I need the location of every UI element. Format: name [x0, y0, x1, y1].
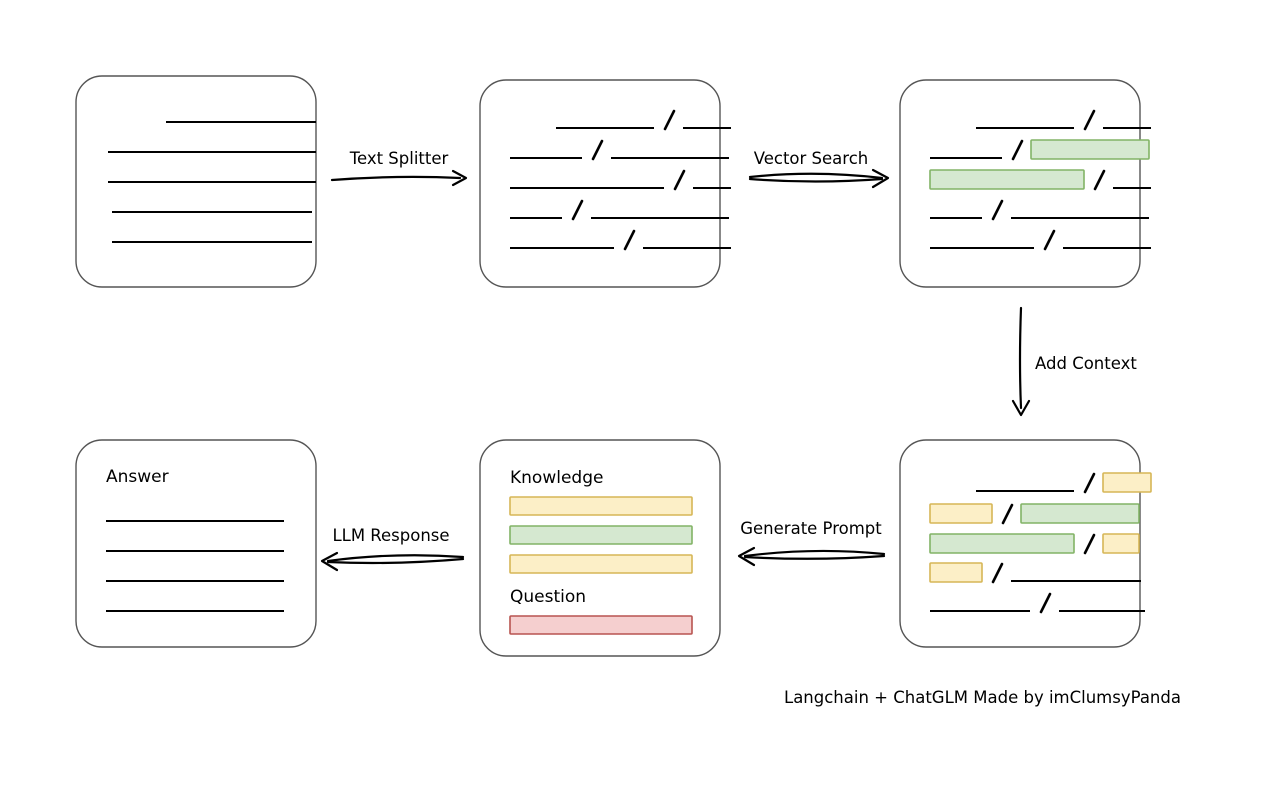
edge-vector-search[interactable]: Vector Search: [748, 149, 890, 189]
llm-answer-box[interactable]: [75, 439, 317, 648]
highlight-chunk[interactable]: [929, 562, 983, 583]
generate-prompt-arrow-shaft-top: [743, 549, 886, 558]
node-source-document[interactable]: [75, 75, 317, 288]
highlight-chunk[interactable]: [1102, 533, 1140, 554]
content-row: [930, 229, 1151, 251]
slash-separator: [1083, 472, 1096, 494]
content-row: [929, 169, 1151, 191]
content-row: [510, 229, 731, 251]
slash-separator: [991, 562, 1004, 584]
edge-label-text-splitter: Text Splitter: [349, 149, 449, 168]
slash-separator: [1083, 533, 1096, 555]
slash-separator: [591, 139, 604, 161]
highlight-chunk[interactable]: [1102, 472, 1152, 493]
node-llm-answer[interactable]: Answer: [75, 439, 317, 648]
add-context-arrow-shaft: [1018, 306, 1023, 410]
content-row: [930, 139, 1150, 161]
prompt-bar[interactable]: [509, 525, 693, 545]
llm-response-arrow-shaft-bottom: [326, 557, 465, 565]
edge-label-generate-prompt: Generate Prompt: [740, 519, 882, 538]
slash-separator: [673, 169, 686, 191]
content-row: [929, 562, 1141, 584]
slash-separator: [1001, 503, 1014, 525]
prompt-section-label: Question: [510, 587, 586, 607]
node-split-chunks[interactable]: [479, 79, 731, 288]
context-chunks-rows: [929, 472, 1152, 614]
matched-chunks-rows: [929, 109, 1151, 251]
add-context-arrow-head: [1011, 399, 1031, 417]
edge-label-vector-search: Vector Search: [754, 149, 869, 168]
content-row: [930, 199, 1149, 221]
llm-answer-rows: [106, 519, 284, 613]
generate-prompt-arrow-shaft-bottom: [743, 554, 886, 560]
split-chunks-box[interactable]: [479, 79, 721, 288]
generate-prompt-arrow-head: [737, 546, 756, 567]
edge-generate-prompt[interactable]: Generate Prompt: [737, 519, 886, 567]
split-chunks-rows: [510, 109, 731, 251]
highlight-chunk[interactable]: [1030, 139, 1150, 160]
slash-separator: [663, 109, 676, 131]
content-row: [976, 109, 1151, 131]
edge-add-context[interactable]: Add Context: [1011, 306, 1137, 417]
vector-search-arrow-shaft-top: [748, 172, 884, 180]
text-splitter-arrow-head: [451, 169, 468, 187]
edge-llm-response[interactable]: LLM Response: [320, 526, 465, 572]
content-row: [929, 533, 1140, 555]
content-row: [930, 592, 1145, 614]
prompt-bar[interactable]: [509, 615, 693, 635]
node-context-chunks[interactable]: [899, 439, 1152, 648]
highlight-chunk[interactable]: [929, 533, 1075, 554]
slash-separator: [1083, 109, 1096, 131]
generated-prompt-box[interactable]: [479, 439, 721, 657]
slash-separator: [1011, 139, 1024, 161]
edge-text-splitter[interactable]: Text Splitter: [330, 149, 468, 187]
content-row: [556, 109, 731, 131]
edge-label-llm-response: LLM Response: [332, 526, 449, 545]
prompt-section-label: Knowledge: [510, 468, 603, 488]
slash-separator: [1093, 169, 1106, 191]
content-row: [510, 139, 729, 161]
source-document-rows: [108, 120, 316, 244]
answer-label: Answer: [106, 467, 169, 487]
content-row: [976, 472, 1152, 494]
prompt-bar[interactable]: [509, 554, 693, 574]
edge-label-add-context: Add Context: [1035, 354, 1137, 373]
vector-search-arrow-head: [871, 168, 890, 189]
llm-response-arrow-shaft-top: [326, 554, 465, 563]
text-splitter-arrow-shaft: [330, 175, 462, 182]
content-row: [510, 199, 729, 221]
highlight-chunk[interactable]: [1020, 503, 1140, 524]
llm-response-arrow-head: [320, 551, 339, 572]
slash-separator: [991, 199, 1004, 221]
slash-separator: [623, 229, 636, 251]
slash-separator: [571, 199, 584, 221]
content-row: [929, 503, 1140, 525]
slash-separator: [1039, 592, 1052, 614]
vector-search-arrow-shaft-bottom: [748, 177, 884, 183]
prompt-bar[interactable]: [509, 496, 693, 516]
highlight-chunk[interactable]: [929, 169, 1085, 190]
highlight-chunk[interactable]: [929, 503, 993, 524]
node-matched-chunks[interactable]: [899, 79, 1151, 288]
footer-credit: Langchain + ChatGLM Made by imClumsyPand…: [784, 688, 1181, 707]
slash-separator: [1043, 229, 1056, 251]
content-row: [510, 169, 731, 191]
